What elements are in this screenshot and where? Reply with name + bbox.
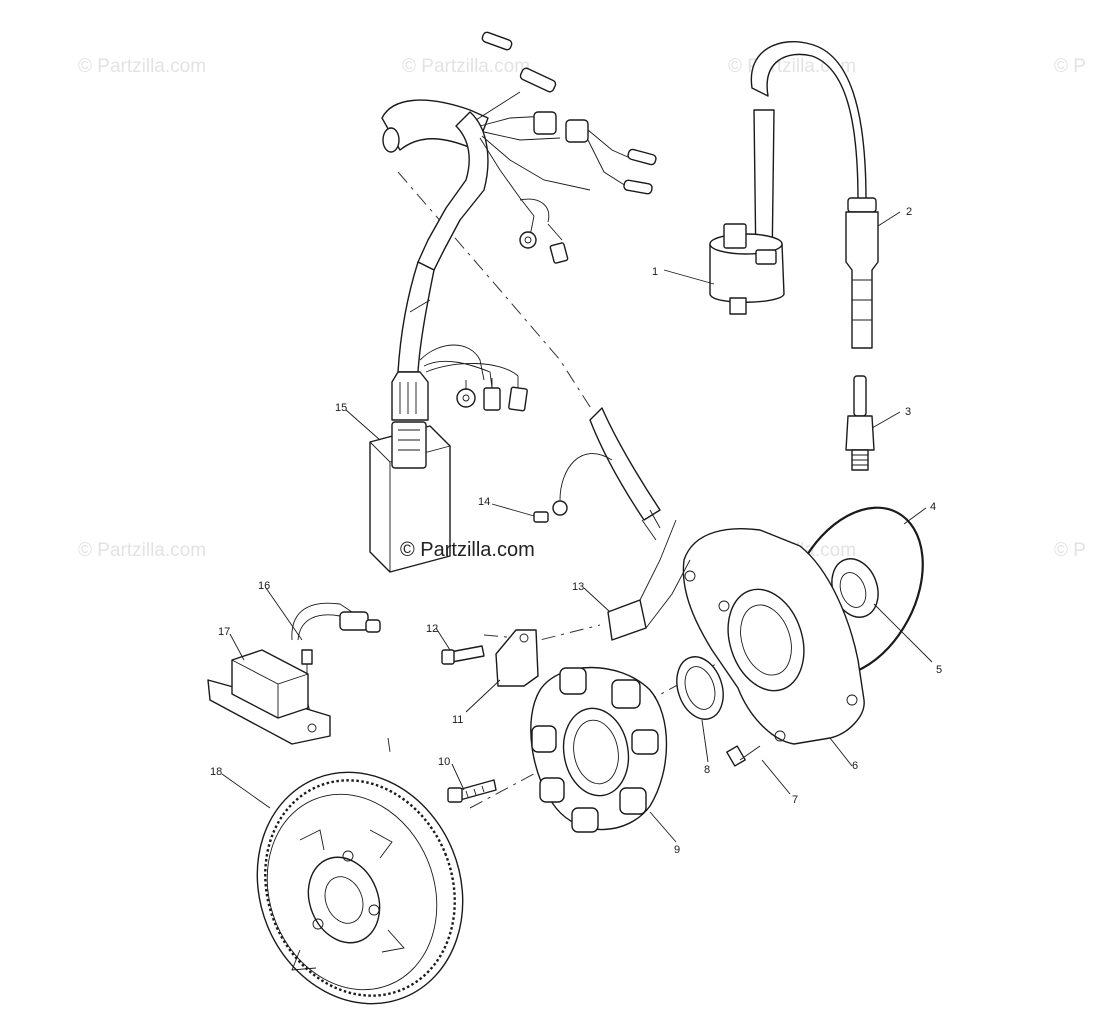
watermark-top-edge: © P <box>1054 56 1086 77</box>
screw-plate <box>726 745 761 767</box>
watermark-mid-edge: © P <box>1054 540 1086 561</box>
callout-14: 14 <box>478 496 490 508</box>
callout-3: 3 <box>905 406 911 418</box>
screw-stator <box>447 779 497 803</box>
bracket <box>495 629 539 687</box>
watermark-center: © Partzilla.com <box>400 539 535 561</box>
regulator <box>207 649 331 745</box>
callout-11: 11 <box>452 714 463 726</box>
callout-8: 8 <box>704 764 710 776</box>
callout-4: 4 <box>930 501 936 513</box>
spark-plug <box>845 375 875 471</box>
stator-plate <box>682 528 865 745</box>
screw-bracket <box>441 645 485 665</box>
callout-12: 12 <box>426 623 438 635</box>
connector <box>291 602 381 721</box>
callout-16: 16 <box>258 580 270 592</box>
callout-13: 13 <box>572 581 584 593</box>
cdi-box <box>369 421 451 573</box>
spark-plug-boot <box>750 40 879 349</box>
callout-9: 9 <box>674 844 680 856</box>
leader-lines <box>221 211 933 843</box>
callout-6: 6 <box>852 760 858 772</box>
seal-large <box>676 656 724 720</box>
callout-1: 1 <box>652 266 658 278</box>
assembly-axis-bracket <box>483 624 601 641</box>
callout-18: 18 <box>210 766 222 778</box>
callout-5: 5 <box>936 664 942 676</box>
wire-harness <box>381 31 657 421</box>
callout-7: 7 <box>792 794 798 806</box>
watermark-top-left: © Partzilla.com <box>78 56 206 77</box>
stator-coil <box>530 666 668 833</box>
callout-10: 10 <box>438 756 450 768</box>
ground-screw <box>533 453 613 523</box>
callout-15: 15 <box>335 402 347 414</box>
callout-17: 17 <box>218 626 230 638</box>
flywheel <box>256 771 464 1005</box>
ignition-coil <box>709 109 785 315</box>
assembly-axis-left <box>387 737 391 753</box>
watermark-mid-left: © Partzilla.com <box>78 540 206 561</box>
pickup-sensor <box>589 407 691 641</box>
callout-labels: 1 2 3 4 5 6 7 8 9 10 11 12 13 14 15 16 1… <box>210 206 942 856</box>
watermark-top-center: © Partzilla.com <box>402 56 530 77</box>
callout-2: 2 <box>906 206 912 218</box>
